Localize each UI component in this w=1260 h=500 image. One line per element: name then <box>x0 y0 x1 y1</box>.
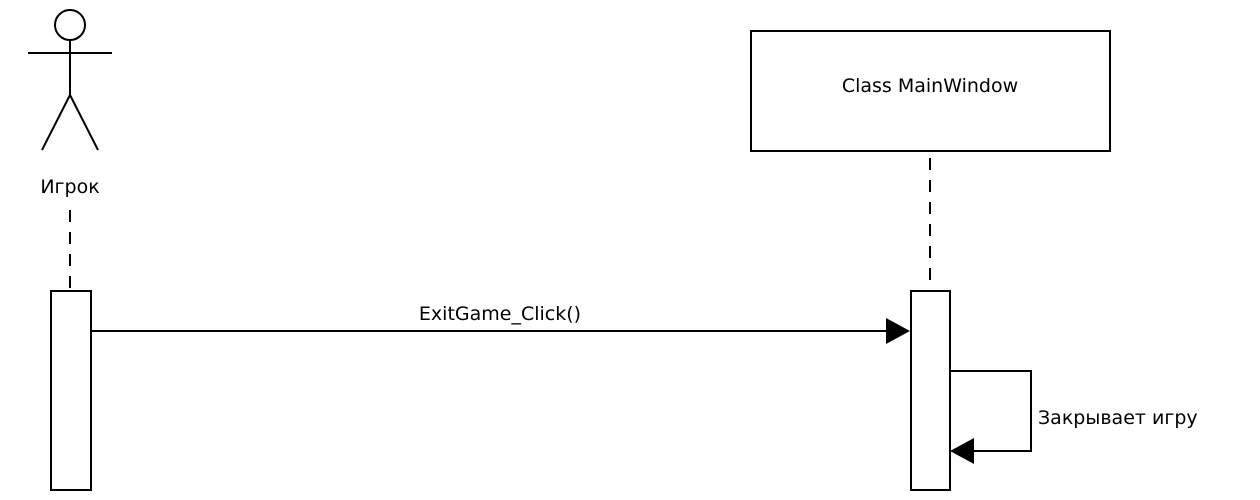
actor-head <box>54 9 86 41</box>
object-activation-bar <box>910 290 951 491</box>
self-message-label: Закрывает игру <box>1038 407 1198 429</box>
actor-label: Игрок <box>40 176 99 198</box>
actor-activation-bar <box>50 290 92 491</box>
self-message-arrowhead <box>950 438 974 464</box>
self-message-line <box>951 370 1032 452</box>
call-message-label: ExitGame_Click() <box>419 303 581 325</box>
actor-right-leg <box>69 94 99 151</box>
object-box <box>750 30 1111 152</box>
actor-figure <box>28 9 112 151</box>
call-message-arrowhead <box>886 318 910 344</box>
actor-left-leg <box>41 94 71 151</box>
object-label: Class MainWindow <box>842 75 1018 97</box>
